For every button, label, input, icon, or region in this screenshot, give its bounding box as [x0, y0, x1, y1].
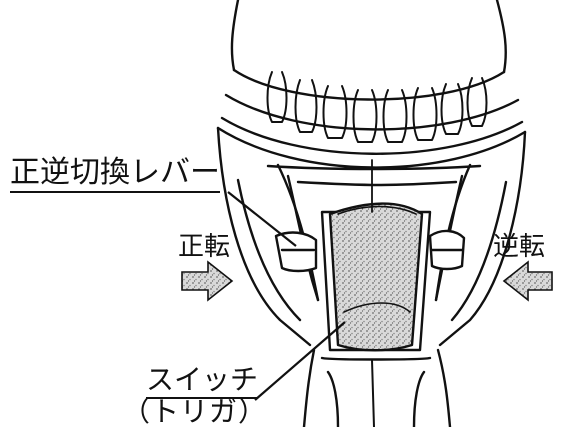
drill-handle — [302, 348, 452, 429]
leader-lines — [227, 191, 346, 401]
reversing-lever-label: 正逆切換レバー — [10, 158, 220, 193]
reverse-label: 逆転 — [493, 232, 546, 262]
reversing-lever-left — [274, 231, 318, 273]
trigger-switch — [328, 202, 424, 352]
trigger-label: （トリガ） — [122, 395, 268, 428]
clutch-ribs — [266, 71, 488, 143]
arrow-right-icon — [181, 260, 234, 302]
arrow-left-icon — [502, 260, 553, 302]
switch-label: スイッチ — [146, 366, 259, 399]
forward-label: 正転 — [178, 232, 231, 262]
reversing-lever-right — [428, 229, 466, 271]
